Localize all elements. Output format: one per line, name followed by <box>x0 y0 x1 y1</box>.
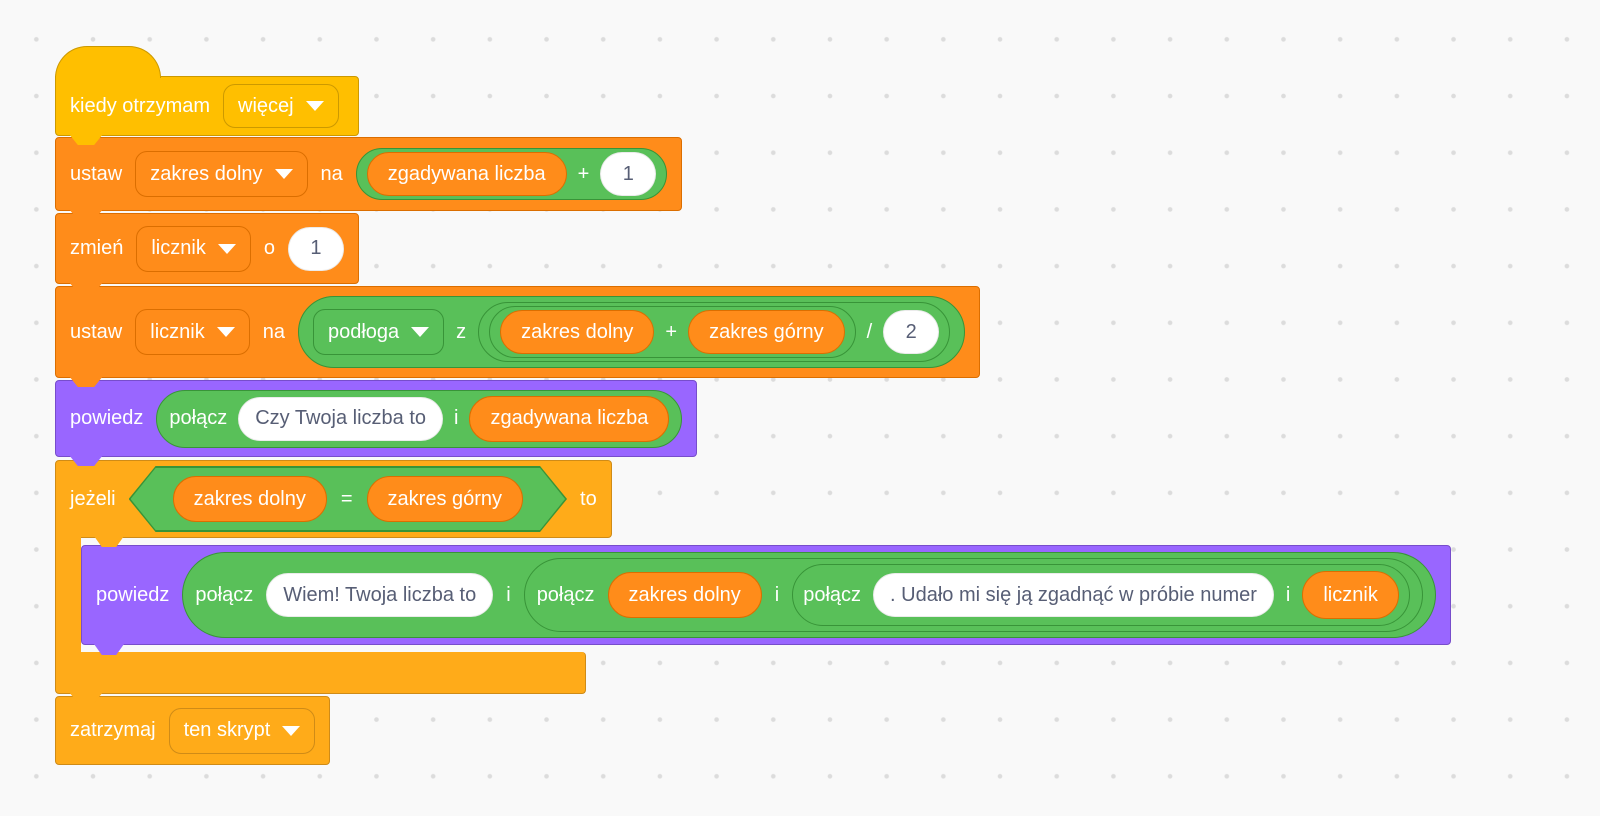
join-operator-block[interactable]: połącz Czy Twoja liczba to i zgadywana l… <box>156 389 683 448</box>
stop-label: zatrzymaj <box>70 719 156 741</box>
block-tab <box>69 376 103 387</box>
say-label: powiedz <box>96 583 170 606</box>
variable-dropdown[interactable]: licznik <box>135 309 250 355</box>
set-label: ustaw <box>70 162 123 185</box>
hat-dome <box>55 46 161 80</box>
variable-reporter[interactable]: zgadywana liczba <box>366 152 567 196</box>
block-tab <box>94 536 124 547</box>
change-counter-block[interactable]: zmień licznik o 1 <box>55 213 359 284</box>
text-input[interactable]: . Udało mi się ją zgadnąć w próbie numer <box>873 573 1274 617</box>
add-operator-block[interactable]: zgadywana liczba + 1 <box>355 148 668 200</box>
join-label: połącz <box>803 583 862 606</box>
join-operator-block[interactable]: połącz . Udało mi się ją zgadnąć w próbi… <box>792 564 1410 626</box>
number-input-value: 2 <box>905 320 917 343</box>
block-tab <box>69 134 103 145</box>
if-label: jeżeli <box>70 487 116 510</box>
block-tab <box>94 644 124 655</box>
variable-reporter[interactable]: licznik <box>1302 571 1399 619</box>
block-tab <box>69 455 103 466</box>
join-operator-block[interactable]: połącz zakres dolny i połącz . Udało mi … <box>523 558 1423 632</box>
variable-reporter[interactable]: zakres górny <box>688 310 845 354</box>
number-input[interactable]: 2 <box>883 310 940 354</box>
stop-dropdown[interactable]: ten skrypt <box>168 707 316 754</box>
join-label: połącz <box>536 583 595 606</box>
then-label: to <box>580 487 597 510</box>
and-label: i <box>1285 583 1291 606</box>
mathop-dropdown[interactable]: podłoga <box>312 309 445 355</box>
mathop-operator-block[interactable]: podłoga z zakres dolny + zakres górny / … <box>297 296 966 368</box>
variable-reporter-label: zakres górny <box>709 320 824 343</box>
stop-block[interactable]: zatrzymaj ten skrypt <box>55 696 331 765</box>
text-input-value: Wiem! Twoja liczba to <box>283 583 477 606</box>
block-tab <box>69 209 103 220</box>
if-block-bottom-arm[interactable] <box>55 652 586 694</box>
dropdown-arrow-icon <box>274 169 293 179</box>
if-block-header[interactable]: jeżeli zakres dolny = zakres górny to <box>55 460 612 538</box>
add-operator-block[interactable]: zakres dolny + zakres górny <box>489 306 856 358</box>
mathop-dropdown-value: podłoga <box>327 320 400 343</box>
set-counter-block[interactable]: ustaw licznik na podłoga z zakres dolny … <box>55 286 981 378</box>
set-lower-bound-block[interactable]: ustaw zakres dolny na zgadywana liczba +… <box>55 137 683 211</box>
and-label: i <box>506 583 511 606</box>
broadcast-dropdown-value: więcej <box>238 94 294 117</box>
block-tab <box>69 282 103 293</box>
text-input-value: . Udało mi się ją zgadnąć w próbie numer <box>890 583 1257 606</box>
to-label: na <box>262 320 285 343</box>
variable-reporter-label: zakres dolny <box>521 320 634 343</box>
number-input[interactable]: 1 <box>287 226 344 271</box>
variable-reporter-label: zgadywana liczba <box>387 162 546 185</box>
when-i-receive-block[interactable]: kiedy otrzymam więcej <box>55 76 359 136</box>
set-label: ustaw <box>70 320 123 343</box>
variable-reporter[interactable]: zakres dolny <box>500 310 655 354</box>
say-block[interactable]: powiedz połącz Czy Twoja liczba to i zga… <box>55 380 698 457</box>
dropdown-arrow-icon <box>216 327 235 337</box>
text-input[interactable]: Czy Twoja liczba to <box>238 396 444 441</box>
if-block-left-arm[interactable] <box>55 536 81 653</box>
variable-reporter[interactable]: zakres dolny <box>172 476 327 522</box>
dropdown-arrow-icon <box>411 327 430 337</box>
variable-reporter[interactable]: zgadywana liczba <box>469 395 670 442</box>
variable-dropdown[interactable]: licznik <box>136 225 251 272</box>
and-label: i <box>774 583 780 606</box>
number-input-value: 1 <box>622 162 634 185</box>
number-input[interactable]: 1 <box>600 152 657 196</box>
number-input-value: 1 <box>310 237 322 259</box>
of-label: z <box>456 320 467 343</box>
variable-reporter-label: zakres górny <box>387 487 503 510</box>
equals-operator-label: = <box>340 487 353 510</box>
dropdown-arrow-icon <box>282 725 301 736</box>
text-input-value: Czy Twoja liczba to <box>255 407 427 429</box>
stop-dropdown-value: ten skrypt <box>183 719 271 741</box>
dropdown-arrow-icon <box>217 243 236 254</box>
divide-operator-label: / <box>866 320 873 343</box>
variable-dropdown[interactable]: zakres dolny <box>135 151 308 197</box>
variable-dropdown-value: licznik <box>151 237 206 259</box>
plus-operator-label: + <box>665 320 678 343</box>
join-label: połącz <box>169 407 228 429</box>
divide-operator-block[interactable]: zakres dolny + zakres górny / 2 <box>478 302 951 362</box>
say-block-nested[interactable]: powiedz połącz Wiem! Twoja liczba to i p… <box>81 545 1451 645</box>
text-input[interactable]: Wiem! Twoja liczba to <box>266 573 494 617</box>
and-label: i <box>454 407 459 429</box>
variable-reporter-label: zakres dolny <box>628 583 741 606</box>
change-label: zmień <box>70 237 124 259</box>
block-tab <box>69 692 103 703</box>
variable-reporter-label: zakres dolny <box>193 487 306 510</box>
say-label: powiedz <box>70 407 144 429</box>
variable-reporter-label: zgadywana liczba <box>490 407 649 429</box>
by-label: o <box>263 237 275 259</box>
variable-dropdown-value: zakres dolny <box>150 162 263 185</box>
join-label: połącz <box>195 583 254 606</box>
plus-operator-label: + <box>577 162 590 185</box>
variable-dropdown-value: licznik <box>150 320 205 343</box>
variable-reporter-label: licznik <box>1323 583 1378 606</box>
join-operator-block[interactable]: połącz Wiem! Twoja liczba to i połącz za… <box>182 552 1436 638</box>
when-i-receive-label: kiedy otrzymam <box>70 94 211 117</box>
variable-reporter[interactable]: zakres górny <box>366 476 524 522</box>
to-label: na <box>320 162 343 185</box>
equals-operator-block[interactable]: zakres dolny = zakres górny <box>129 466 567 532</box>
broadcast-dropdown[interactable]: więcej <box>223 84 339 128</box>
variable-reporter[interactable]: zakres dolny <box>607 572 762 618</box>
dropdown-arrow-icon <box>305 101 324 111</box>
